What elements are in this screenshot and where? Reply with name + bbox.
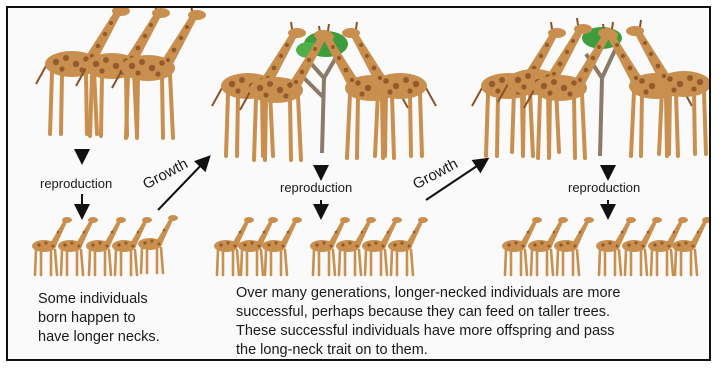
offspring-row-3 xyxy=(502,217,709,275)
giraffe-evolution-figure: reproduction reproduction reproduction G… xyxy=(6,6,711,361)
caption-left-line: Some individuals xyxy=(38,290,160,309)
adult-giraffes-group-1 xyxy=(36,8,206,138)
reproduction-label-3: reproduction xyxy=(568,180,640,196)
reproduction-label-1: reproduction xyxy=(40,176,112,192)
caption-left-line: have longer necks. xyxy=(38,328,160,347)
caption-right: Over many generations, longer-necked ind… xyxy=(236,284,620,360)
caption-right-line: Over many generations, longer-necked ind… xyxy=(236,284,620,303)
tree-1 xyxy=(296,31,348,153)
offspring-row-1 xyxy=(32,215,178,275)
reproduction-label-2: reproduction xyxy=(280,180,352,196)
caption-right-line: These successful individuals have more o… xyxy=(236,322,620,341)
caption-right-line: the long-neck trait on to them. xyxy=(236,341,620,360)
caption-right-line: successful, perhaps because they can fee… xyxy=(236,303,620,322)
caption-left-line: born happen to xyxy=(38,309,160,328)
offspring-row-2 xyxy=(214,217,428,275)
caption-left: Some individuals born happen to have lon… xyxy=(38,290,160,347)
